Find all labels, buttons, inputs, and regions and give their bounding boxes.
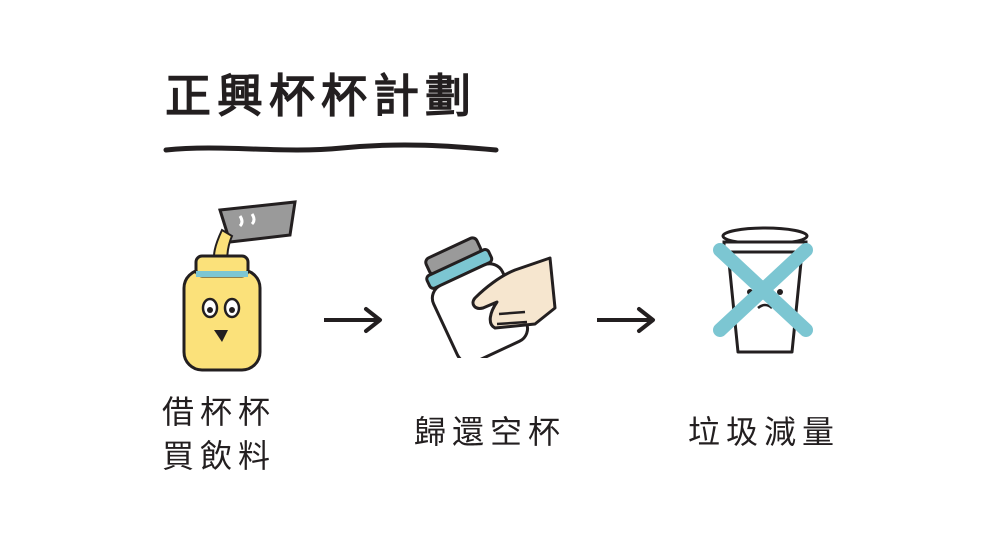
step-2-label: 歸還空杯 <box>414 413 567 451</box>
pouring-drink-into-bottle-icon <box>182 200 297 372</box>
step-1-label-line-1: 借杯杯 <box>162 393 277 431</box>
step-1-label-line-2: 買飲料 <box>162 437 277 475</box>
arrow-right-icon <box>597 307 655 333</box>
page-title: 正興杯杯計劃 <box>165 69 477 123</box>
arrow-right-icon <box>324 307 382 333</box>
crossed-out-disposable-cup-icon <box>713 226 813 354</box>
title-underline <box>163 142 499 153</box>
step-1-label: 借杯杯 買飲料 <box>162 390 276 478</box>
step-3-label: 垃圾減量 <box>688 413 841 451</box>
hand-returning-bottle-icon <box>424 236 557 358</box>
